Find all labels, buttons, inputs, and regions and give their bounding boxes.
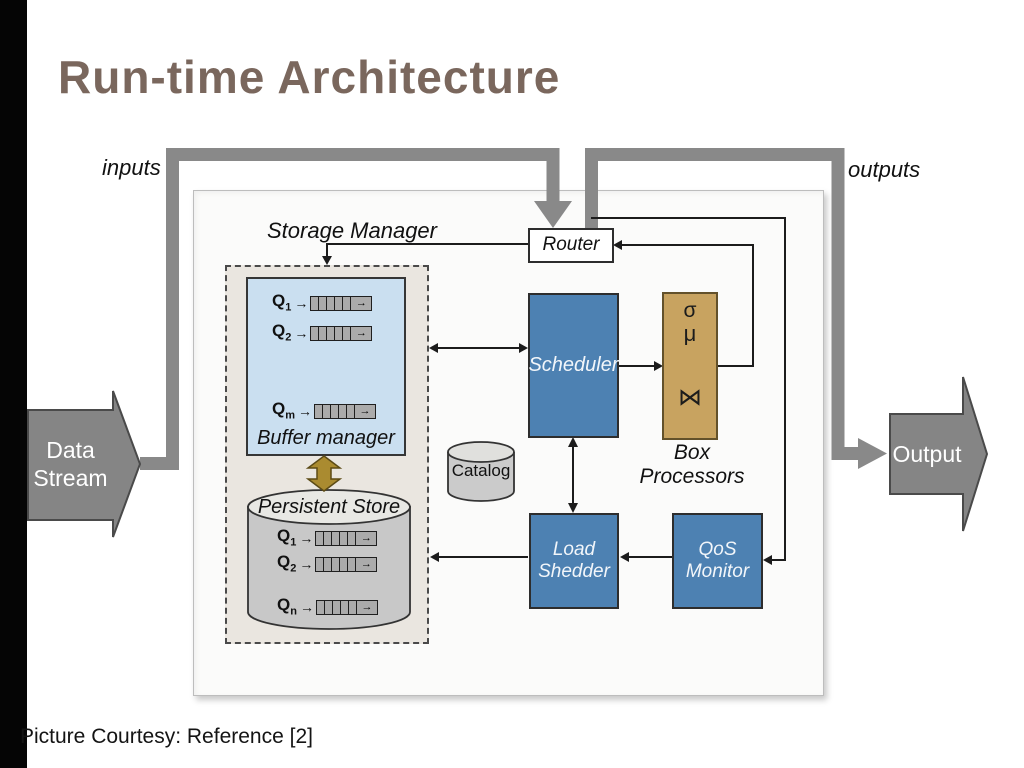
queue-cells: → xyxy=(310,295,373,311)
queue-exit-arrow-icon: → xyxy=(350,295,373,311)
router-label: Router xyxy=(542,234,600,256)
queue-label: Q2 xyxy=(277,552,297,575)
scheduler-node: Scheduler xyxy=(528,293,619,438)
queue-arrow-icon: → xyxy=(299,598,314,615)
load-shedder-label-line1: Load xyxy=(552,538,596,560)
outputs-label: outputs xyxy=(848,157,921,182)
output-arrow-text: Output xyxy=(892,441,962,467)
outputs-pipe-arrowhead-icon xyxy=(858,438,887,469)
queue-label: Q2 xyxy=(272,321,292,344)
select-operator-icon: σ xyxy=(683,299,697,322)
load-shedder-node: Load Shedder xyxy=(529,513,619,609)
qos-monitor-label-line2: Monitor xyxy=(685,561,750,582)
picture-credit: Picture Courtesy: Reference [2] xyxy=(20,725,313,748)
queue-label: Qm xyxy=(272,399,296,422)
queue-cells: → xyxy=(314,403,377,419)
data-stream-arrow-text: Data Stream xyxy=(33,437,108,491)
buffer-manager-label: Buffer manager xyxy=(257,427,395,449)
queue-exit-arrow-icon: → xyxy=(355,556,378,572)
queue-exit-arrow-icon: → xyxy=(350,325,373,341)
queue-arrow-icon: → xyxy=(294,324,309,341)
store-queue-row-2: Q2 → → xyxy=(277,552,378,575)
storage-manager-label: Storage Manager xyxy=(267,218,437,243)
qos-monitor-node: QoS Monitor xyxy=(672,513,763,609)
queue-cells: → xyxy=(315,556,378,572)
inputs-label: inputs xyxy=(102,155,161,180)
queue-arrow-icon: → xyxy=(299,529,314,546)
slide-left-black-bar xyxy=(0,0,27,768)
queue-cells: → xyxy=(310,325,373,341)
box-processors-label: Box Processors xyxy=(639,441,745,488)
queue-label: Q1 xyxy=(277,526,297,549)
queue-label: Qn xyxy=(277,595,297,618)
map-operator-icon: μ xyxy=(683,321,697,346)
qos-monitor-label-line1: QoS xyxy=(698,538,737,560)
buffer-queue-row-2: Q2 → → xyxy=(272,321,373,344)
slide-title: Run-time Architecture xyxy=(58,51,561,103)
box-processors-node: σ μ ⋈ xyxy=(662,292,718,440)
scheduler-label: Scheduler xyxy=(528,353,619,376)
queue-cells: → xyxy=(315,530,378,546)
join-operator-icon: ⋈ xyxy=(678,384,702,411)
queue-exit-arrow-icon: → xyxy=(355,599,378,615)
store-queue-row-1: Q1 → → xyxy=(277,526,378,549)
queue-exit-arrow-icon: → xyxy=(354,403,377,419)
store-queue-row-n: Qn → → xyxy=(277,595,378,618)
buffer-queue-row-m: Qm → → xyxy=(272,399,377,422)
queue-arrow-icon: → xyxy=(294,294,309,311)
buffer-queue-row-1: Q1 → → xyxy=(272,291,373,314)
persistent-store-label: Persistent Store xyxy=(257,496,401,518)
queue-arrow-icon: → xyxy=(298,402,313,419)
queue-cells: → xyxy=(315,599,378,615)
load-shedder-label-line2: Shedder xyxy=(538,561,610,582)
queue-exit-arrow-icon: → xyxy=(355,530,378,546)
catalog-label: Catalog xyxy=(451,461,511,480)
queue-label: Q1 xyxy=(272,291,292,314)
queue-arrow-icon: → xyxy=(299,555,314,572)
router-node: Router xyxy=(528,228,614,263)
